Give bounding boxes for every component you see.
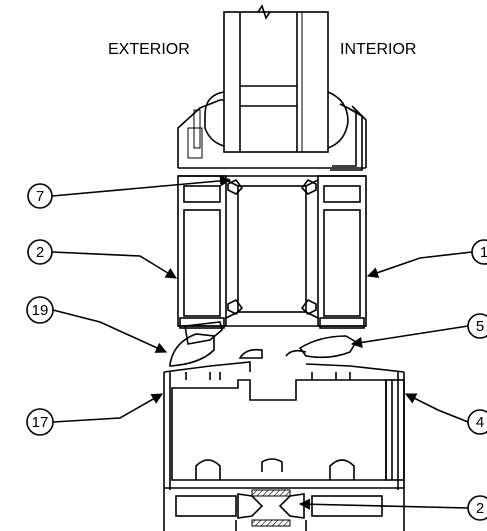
exterior-label: EXTERIOR: [108, 41, 190, 58]
callout-19: 19: [26, 296, 168, 353]
sash-profile: [177, 99, 367, 329]
callout-5: 5: [350, 313, 487, 348]
glazing-bead: [187, 91, 363, 171]
callout-number: 2: [476, 500, 484, 517]
callout-17: 17: [26, 393, 163, 436]
callout-number: 5: [476, 318, 484, 335]
callout-1: 1: [366, 239, 487, 278]
callout-number: 4: [476, 414, 484, 431]
callout-number: 17: [32, 414, 49, 431]
callout-number: 7: [36, 188, 44, 205]
callout-7: 7: [27, 175, 232, 209]
callout-number: 19: [32, 302, 49, 319]
callout-number: 2: [36, 244, 44, 261]
callout-number: 1: [480, 244, 487, 261]
glass-unit: [223, 4, 329, 153]
callout-4: 4: [404, 393, 487, 435]
frame-profile: [163, 361, 405, 531]
callout-2-upper: 2: [27, 239, 177, 279]
interior-label: INTERIOR: [340, 41, 416, 58]
callout-2-lower: 2: [298, 495, 487, 521]
weather-seals: [169, 321, 358, 367]
